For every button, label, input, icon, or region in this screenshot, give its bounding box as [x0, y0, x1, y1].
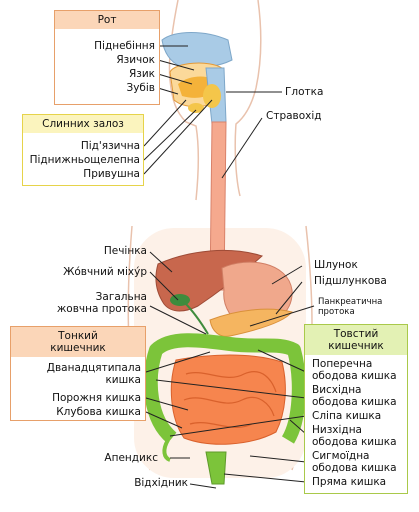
small-intestine-shape: [170, 354, 286, 445]
rectum-shape: [205, 451, 227, 485]
leader-esophagus: [221, 117, 263, 179]
label-submandibular: Піднижньощелепна: [29, 154, 140, 166]
label-pancreatic-duct: Панкреатична протока: [318, 297, 383, 317]
leader-pancreatic-duct: [249, 305, 315, 327]
label-pharynx: Глотка: [285, 86, 324, 98]
leader-anus: [189, 483, 217, 489]
leader-cecum: [169, 415, 307, 437]
label-ileum: Клубова кишка: [56, 406, 141, 418]
small-intestine-box-title: Тонкий кишечник: [11, 327, 145, 357]
large-intestine-box-title: Товстий кишечник: [305, 325, 407, 355]
label-cecum: Сліпа кишка: [312, 410, 382, 422]
leader-stomach: [271, 265, 303, 285]
label-esophagus: Стравохід: [266, 110, 322, 122]
leader-rectum: [223, 473, 307, 483]
label-duodenum: Дванадцятипала кишка: [46, 362, 141, 386]
label-sigmoid-colon: Сигмоїдна ободова кишка: [312, 450, 397, 474]
label-gallbladder: Жо́вчний міху́р: [63, 266, 147, 278]
appendix-shape: [162, 438, 171, 462]
leader-sigmoid: [249, 455, 307, 463]
label-descending-colon: Низхідна ободова кишка: [312, 424, 397, 448]
leader-teeth: [157, 87, 179, 95]
label-stomach: Шлунок: [314, 259, 358, 271]
label-anus: Відхідник: [134, 477, 188, 489]
salivary-box: Слинних залоз: [22, 114, 144, 186]
leader-liver: [149, 251, 173, 273]
label-appendix: Апендикс: [104, 452, 158, 464]
submandibular-gland: [188, 103, 204, 113]
label-palate: Піднебіння: [94, 40, 155, 52]
salivary-box-title: Слинних залоз: [23, 115, 143, 133]
label-rectum: Пряма кишка: [312, 476, 387, 488]
small-intestine-folds: [183, 371, 277, 428]
leader-parotid: [143, 99, 213, 175]
label-common-bile-duct: Загальна жовчна протока: [56, 291, 147, 315]
leader-bile-duct: [149, 305, 207, 335]
label-sublingual: Під'язична: [80, 140, 140, 152]
leader-descending: [289, 419, 307, 435]
large-intestine-box: Товстий кишечник: [304, 324, 408, 494]
label-teeth: Зубів: [126, 82, 155, 94]
leader-pancreas: [275, 281, 303, 315]
label-jejunum: Порожня кишка: [52, 392, 141, 404]
leader-jejunum: [145, 397, 189, 411]
leader-duodenum: [145, 351, 211, 373]
label-ascending-colon: Висхідна ободова кишка: [312, 384, 397, 408]
leader-sublingual: [143, 99, 187, 147]
leader-ascending: [155, 379, 307, 399]
label-pancreas: Підшлункова: [314, 275, 387, 287]
label-transverse-colon: Поперечна ободова кишка: [312, 358, 397, 382]
leader-submandibular: [143, 109, 197, 161]
palate-shape: [161, 32, 233, 69]
bile-duct: [183, 301, 209, 335]
label-liver: Печінка: [103, 245, 147, 257]
leader-transverse: [257, 349, 307, 373]
leader-gallbladder: [149, 271, 179, 301]
pancreas-shape: [209, 308, 293, 337]
leader-tongue: [157, 73, 193, 85]
small-intestine-box: Тонкий кишечник: [10, 326, 146, 421]
leader-ileum: [145, 411, 183, 429]
mouth-box-title: Рот: [55, 11, 159, 29]
label-uvula: Язичок: [116, 54, 155, 66]
label-parotid: Привушна: [83, 168, 140, 180]
label-tongue: Язик: [128, 68, 155, 80]
mouth-box: Рот: [54, 10, 160, 105]
leader-uvula: [157, 59, 195, 71]
large-intestine-shape: [143, 333, 306, 444]
parotid-gland: [203, 84, 221, 108]
